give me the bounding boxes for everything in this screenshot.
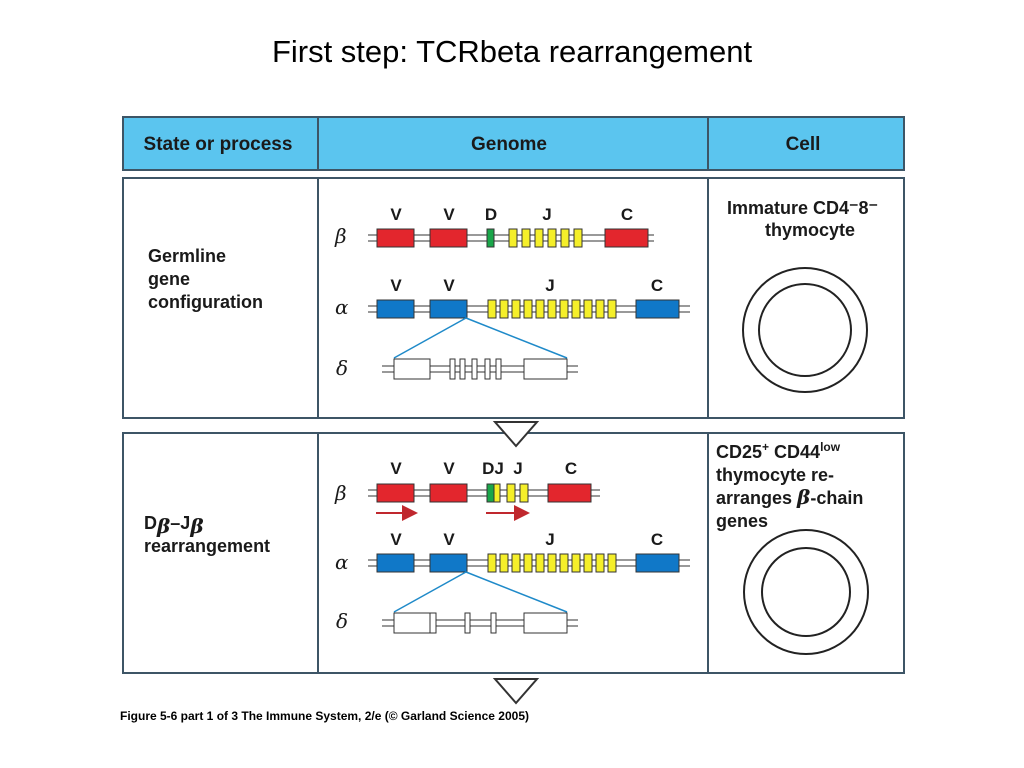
immature-thymocyte-cell: [742, 267, 868, 393]
cd25-cell-label-line4: genes: [716, 511, 768, 531]
delta-link-left-2: [393, 571, 467, 613]
delta-locus-germline: δ: [336, 356, 578, 380]
c-segment: [635, 299, 680, 319]
down-arrow-2: [492, 678, 540, 705]
alpha-v1-label: V: [390, 276, 402, 295]
delta-symbol-2: δ: [336, 609, 348, 633]
delta-locus-row2: δ: [336, 609, 578, 634]
beta-locus-rearranged: β V V DJ J C: [334, 459, 600, 521]
v-segment: [376, 299, 415, 319]
table-header: State or process Genome Cell: [122, 116, 905, 171]
j-segment-cluster: [487, 553, 617, 573]
delta-link-right-2: [465, 571, 568, 613]
alpha-symbol: α: [335, 295, 349, 319]
beta-d-label: D: [485, 205, 497, 224]
beta-v1-label: V: [390, 205, 402, 224]
cd25-thymocyte-cell: [743, 529, 869, 655]
alpha-locus-germline: α V V J C: [335, 276, 690, 319]
alpha2-c-label: C: [651, 530, 663, 549]
j-segment-cluster: [508, 228, 583, 248]
beta2-v2-label: V: [443, 459, 455, 478]
c-segment: [604, 228, 649, 248]
immature-cell-label-line2: thymocyte: [765, 220, 855, 240]
dj-rearrangement-label-line1: Dβ–Jβ: [144, 513, 204, 538]
immature-cell-label-line1: Immature CD4⁻8⁻: [727, 198, 878, 218]
beta2-v1-label: V: [390, 459, 402, 478]
delta-symbol: δ: [336, 356, 348, 380]
alpha2-v1-label: V: [390, 530, 402, 549]
v-segment: [429, 299, 468, 319]
beta-v2-label: V: [443, 205, 455, 224]
header-state-or-process: State or process: [144, 134, 293, 155]
beta-j-label: J: [542, 205, 551, 224]
beta-symbol: β: [334, 224, 347, 248]
v-segment: [429, 553, 468, 573]
beta-locus-germline: β V V D J C: [334, 205, 654, 248]
figure-caption: Figure 5-6 part 1 of 3 The Immune System…: [120, 709, 529, 723]
j-segment-cluster: [487, 299, 617, 319]
c-segment: [635, 553, 680, 573]
alpha-locus-row2: α V V J C: [335, 530, 690, 574]
v-segment: [429, 483, 468, 503]
alpha-symbol-2: α: [335, 550, 349, 574]
delta-link-right: [465, 317, 568, 359]
beta-symbol-2: β: [334, 481, 347, 505]
d-segment: [486, 228, 495, 248]
beta2-j-label: J: [513, 459, 522, 478]
germline-label-line1: Germline: [148, 246, 226, 266]
dj-joined-segment-d: [486, 483, 495, 503]
dj-rearrangement-label-line2: rearrangement: [144, 536, 270, 556]
v-segment: [376, 553, 415, 573]
alpha-v2-label: V: [443, 276, 455, 295]
v-segment: [429, 228, 468, 248]
beta2-c-label: C: [565, 459, 577, 478]
v-segment: [376, 483, 415, 503]
header-cell: Cell: [786, 134, 821, 155]
delta-link-left: [393, 317, 467, 359]
beta2-dj-label: DJ: [482, 459, 504, 478]
c-segment: [547, 483, 592, 503]
v-segment: [376, 228, 415, 248]
cd25-cell-label-line2: thymocyte re-: [716, 465, 834, 485]
alpha2-j-label: J: [545, 530, 554, 549]
down-arrow-1: [492, 421, 540, 448]
page-title: First step: TCRbeta rearrangement: [271, 34, 753, 69]
alpha-j-label: J: [545, 276, 554, 295]
germline-label-line3: configuration: [148, 292, 263, 312]
dj-joined-segment-j: [493, 483, 501, 503]
cd25-cell-label-line3: arranges β-chain: [716, 485, 863, 509]
alpha2-v2-label: V: [443, 530, 455, 549]
header-genome: Genome: [471, 134, 547, 155]
alpha-c-label: C: [651, 276, 663, 295]
germline-label-line2: gene: [148, 269, 190, 289]
beta-c-label: C: [621, 205, 633, 224]
cd25-cell-label-line1: CD25+ CD44low: [716, 440, 841, 462]
